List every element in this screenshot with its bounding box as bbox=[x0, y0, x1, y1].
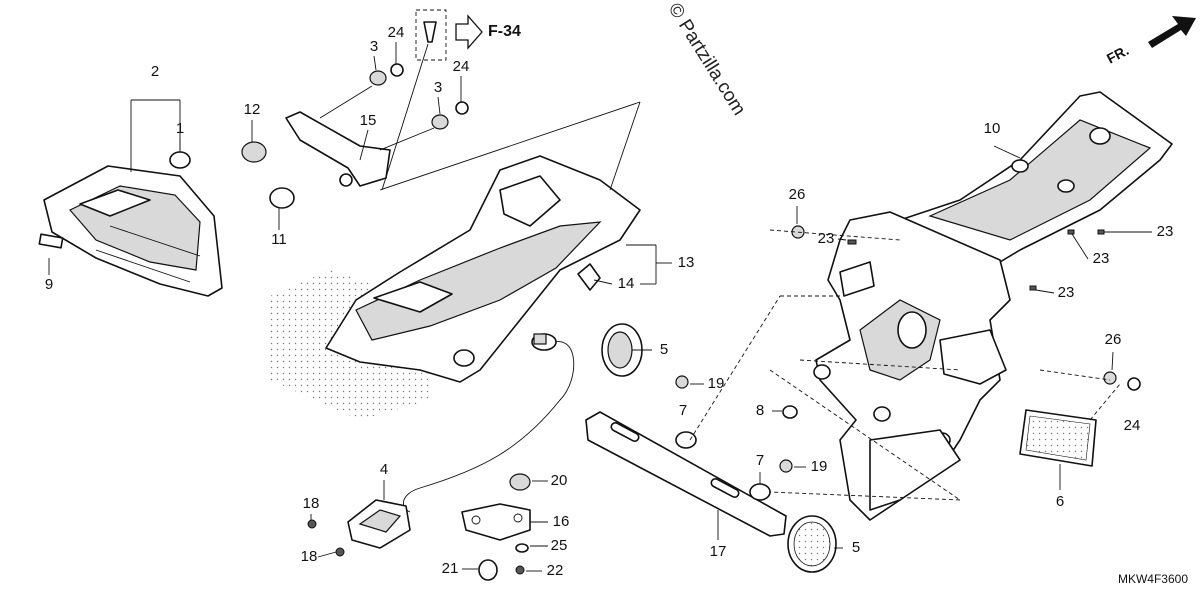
callout-18b: 18 bbox=[301, 548, 318, 565]
upper-bracket bbox=[241, 21, 469, 209]
callout-3a: 3 bbox=[370, 38, 378, 55]
washer-26b bbox=[1103, 371, 1117, 385]
rear-reflector bbox=[1019, 409, 1097, 467]
callout-5a: 5 bbox=[660, 341, 668, 358]
callout-20: 20 bbox=[551, 472, 568, 489]
callout-24c: 24 bbox=[1124, 417, 1141, 434]
collar-8 bbox=[782, 405, 798, 419]
callout-9: 9 bbox=[45, 276, 53, 293]
callout-13: 13 bbox=[678, 254, 695, 271]
callouts: 1 2 3 3 4 5 5 6 7 7 8 9 10 11 12 13 14 1… bbox=[45, 24, 1174, 579]
callout-10: 10 bbox=[984, 120, 1001, 137]
license-holder bbox=[782, 211, 1141, 521]
reference-label: F-34 bbox=[488, 23, 521, 40]
callout-15: 15 bbox=[360, 112, 377, 129]
callout-14: 14 bbox=[618, 275, 635, 292]
tail-light-collar bbox=[169, 151, 191, 169]
callout-24a: 24 bbox=[388, 24, 405, 41]
watermark: © Partzilla.com bbox=[664, 0, 750, 119]
assembly-guide-lines bbox=[689, 229, 1121, 501]
callout-3b: 3 bbox=[434, 79, 442, 96]
tail-light-assembly bbox=[38, 99, 223, 297]
callout-26b: 26 bbox=[1105, 331, 1122, 348]
collar-21 bbox=[478, 559, 498, 581]
callout-19b: 19 bbox=[811, 458, 828, 475]
callout-18a: 18 bbox=[303, 495, 320, 512]
reflector-grommet bbox=[601, 323, 643, 377]
callout-17: 17 bbox=[710, 543, 727, 560]
collar-11 bbox=[269, 187, 295, 209]
callout-25: 25 bbox=[551, 537, 568, 554]
front-direction-arrow-icon: FR. bbox=[1104, 16, 1196, 67]
front-direction-label: FR. bbox=[1104, 42, 1131, 67]
callout-11: 11 bbox=[271, 231, 287, 248]
callout-7b: 7 bbox=[756, 452, 764, 469]
reflector-lower bbox=[787, 515, 837, 573]
callout-7a: 7 bbox=[679, 402, 687, 419]
grommet-20 bbox=[509, 473, 531, 491]
license-plate-stay bbox=[585, 375, 793, 537]
callout-16: 16 bbox=[553, 513, 570, 530]
callout-23d: 23 bbox=[1058, 284, 1075, 301]
callout-23b: 23 bbox=[1157, 223, 1174, 240]
callout-23c: 23 bbox=[1093, 250, 1110, 267]
callout-1: 1 bbox=[176, 120, 184, 137]
callout-5b: 5 bbox=[852, 539, 860, 556]
callout-4: 4 bbox=[380, 461, 388, 478]
callout-23a: 23 bbox=[818, 230, 835, 247]
rear-fender bbox=[270, 101, 641, 420]
tail-light-clip bbox=[38, 233, 64, 249]
license-light-wire bbox=[403, 333, 575, 513]
callout-24b: 24 bbox=[453, 58, 470, 75]
diagram-code: MKW4F3600 bbox=[1118, 572, 1188, 586]
license-light-bracket bbox=[461, 473, 531, 581]
callout-6: 6 bbox=[1056, 493, 1064, 510]
callout-22: 22 bbox=[547, 562, 564, 579]
callout-19a: 19 bbox=[708, 375, 725, 392]
license-light bbox=[307, 499, 411, 557]
callout-26a: 26 bbox=[789, 186, 806, 203]
washer-25 bbox=[515, 543, 529, 553]
callout-2: 2 bbox=[151, 63, 159, 80]
callout-12: 12 bbox=[244, 101, 261, 118]
callout-21: 21 bbox=[442, 560, 459, 577]
callout-8: 8 bbox=[756, 402, 764, 419]
reference-arrow: F-34 bbox=[415, 9, 521, 61]
grommet-12 bbox=[241, 141, 267, 163]
inner-fender bbox=[899, 91, 1173, 263]
